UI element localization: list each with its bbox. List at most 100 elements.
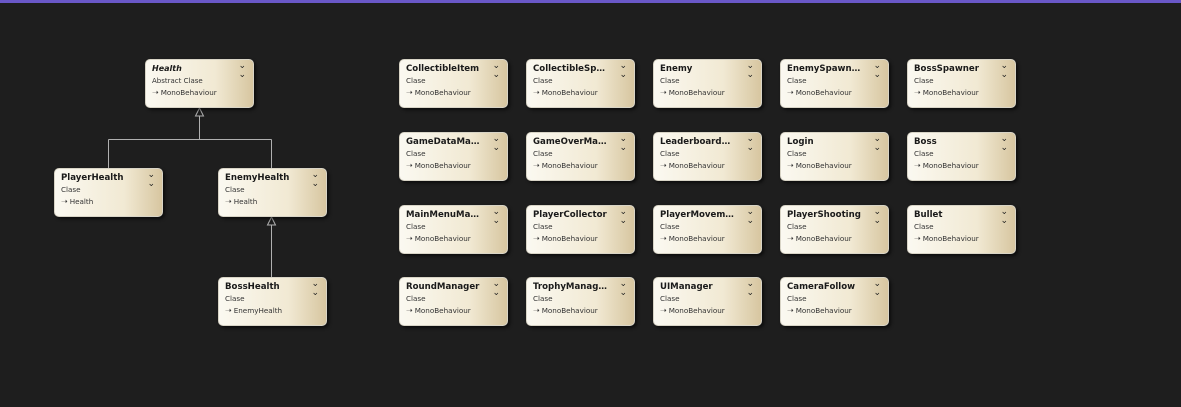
base-class-name: MonoBehaviour (541, 234, 598, 243)
base-class: ➝MonoBehaviour (406, 161, 471, 171)
chevron-double-down-icon[interactable]: ⌄⌄ (746, 61, 754, 80)
class-name: CollectibleItem (406, 64, 480, 74)
base-class-name: MonoBehaviour (668, 161, 725, 170)
base-class-name: MonoBehaviour (414, 88, 471, 97)
class-kind: Clase (406, 76, 426, 85)
chevron-double-down-icon[interactable]: ⌄⌄ (1000, 207, 1008, 226)
class-kind: Clase (406, 294, 426, 303)
inherits-arrow-icon: ➝ (533, 88, 540, 97)
class-node-enemyhealth[interactable]: EnemyHealth Clase ➝Health ⌄⌄ (218, 168, 327, 217)
chevron-double-down-icon[interactable]: ⌄⌄ (746, 207, 754, 226)
base-class-name: MonoBehaviour (414, 161, 471, 170)
base-class-name: MonoBehaviour (922, 88, 979, 97)
class-node[interactable]: GameDataManagerClase➝MonoBehaviour⌄⌄ (399, 132, 508, 181)
chevron-double-down-icon[interactable]: ⌄⌄ (746, 279, 754, 298)
chevron-double-down-icon[interactable]: ⌄⌄ (238, 61, 246, 80)
base-class-name: MonoBehaviour (541, 306, 598, 315)
base-class: ➝MonoBehaviour (533, 88, 598, 98)
chevron-double-down-icon[interactable]: ⌄⌄ (619, 134, 627, 153)
class-node-health[interactable]: Health Abstract Clase ➝MonoBehaviour ⌄⌄ (145, 59, 254, 108)
chevron-double-down-icon[interactable]: ⌄⌄ (492, 279, 500, 298)
inherits-arrow-icon: ➝ (660, 306, 667, 315)
class-kind: Clase (533, 222, 553, 231)
class-kind: Clase (787, 76, 807, 85)
inherits-arrow-icon: ➝ (660, 234, 667, 243)
chevron-double-down-icon[interactable]: ⌄⌄ (873, 279, 881, 298)
chevron-double-down-icon[interactable]: ⌄⌄ (492, 134, 500, 153)
chevron-double-down-icon[interactable]: ⌄⌄ (873, 207, 881, 226)
base-class-name: MonoBehaviour (922, 234, 979, 243)
base-class-name: MonoBehaviour (795, 161, 852, 170)
chevron-double-down-icon[interactable]: ⌄⌄ (873, 134, 881, 153)
base-class-name: MonoBehaviour (541, 88, 598, 97)
class-name: CollectibleSpawner (533, 64, 607, 74)
base-class: ➝MonoBehaviour (914, 234, 979, 244)
class-name: CameraFollow (787, 282, 856, 292)
chevron-double-down-icon[interactable]: ⌄⌄ (492, 207, 500, 226)
base-class: ➝MonoBehaviour (660, 161, 725, 171)
class-name: Boss (914, 137, 937, 147)
class-name: PlayerShooting (787, 210, 861, 220)
inherits-arrow-icon: ➝ (406, 306, 413, 315)
base-class: ➝MonoBehaviour (660, 306, 725, 316)
class-name: Bullet (914, 210, 943, 220)
class-name: MainMenuManager (406, 210, 480, 220)
base-class-name: MonoBehaviour (414, 234, 471, 243)
inherits-arrow-icon: ➝ (533, 161, 540, 170)
base-class-name: MonoBehaviour (668, 234, 725, 243)
base-class-name: MonoBehaviour (668, 88, 725, 97)
class-node[interactable]: MainMenuManagerClase➝MonoBehaviour⌄⌄ (399, 205, 508, 254)
chevron-double-down-icon[interactable]: ⌄⌄ (492, 61, 500, 80)
chevron-double-down-icon[interactable]: ⌄⌄ (873, 61, 881, 80)
class-kind: Clase (660, 222, 680, 231)
base-class: ➝Health (61, 197, 93, 207)
base-class-name: MonoBehaviour (922, 161, 979, 170)
chevron-double-down-icon[interactable]: ⌄⌄ (619, 279, 627, 298)
base-class-name: MonoBehaviour (795, 306, 852, 315)
class-kind: Clase (660, 294, 680, 303)
class-name: UIManager (660, 282, 713, 292)
chevron-double-down-icon[interactable]: ⌄⌄ (746, 134, 754, 153)
class-node[interactable]: LeaderboardManagerClase➝MonoBehaviour⌄⌄ (653, 132, 762, 181)
base-class-name: MonoBehaviour (160, 88, 217, 97)
chevron-double-down-icon[interactable]: ⌄⌄ (619, 61, 627, 80)
inherits-arrow-icon: ➝ (406, 161, 413, 170)
inherits-arrow-icon: ➝ (787, 88, 794, 97)
inherits-arrow-icon: ➝ (225, 197, 232, 206)
base-class: ➝MonoBehaviour (787, 88, 852, 98)
chevron-double-down-icon[interactable]: ⌄⌄ (1000, 134, 1008, 153)
chevron-double-down-icon[interactable]: ⌄⌄ (147, 170, 155, 189)
class-node-playerhealth[interactable]: PlayerHealth Clase ➝Health ⌄⌄ (54, 168, 163, 217)
class-kind: Clase (787, 149, 807, 158)
base-class: ➝MonoBehaviour (406, 306, 471, 316)
chevron-double-down-icon[interactable]: ⌄⌄ (311, 279, 319, 298)
class-kind: Clase (787, 294, 807, 303)
class-node-bosshealth[interactable]: BossHealth Clase ➝EnemyHealth ⌄⌄ (218, 277, 327, 326)
chevron-double-down-icon[interactable]: ⌄⌄ (1000, 61, 1008, 80)
class-kind: Clase (787, 222, 807, 231)
inherits-arrow-icon: ➝ (533, 234, 540, 243)
class-node[interactable]: GameOverManagerClase➝MonoBehaviour⌄⌄ (526, 132, 635, 181)
base-class: ➝MonoBehaviour (914, 161, 979, 171)
chevron-double-down-icon[interactable]: ⌄⌄ (619, 207, 627, 226)
base-class: ➝MonoBehaviour (787, 306, 852, 316)
chevron-double-down-icon[interactable]: ⌄⌄ (311, 170, 319, 189)
class-node[interactable]: CollectibleSpawnerClase➝MonoBehaviour⌄⌄ (526, 59, 635, 108)
base-class-name: MonoBehaviour (541, 161, 598, 170)
base-class-name: MonoBehaviour (795, 234, 852, 243)
